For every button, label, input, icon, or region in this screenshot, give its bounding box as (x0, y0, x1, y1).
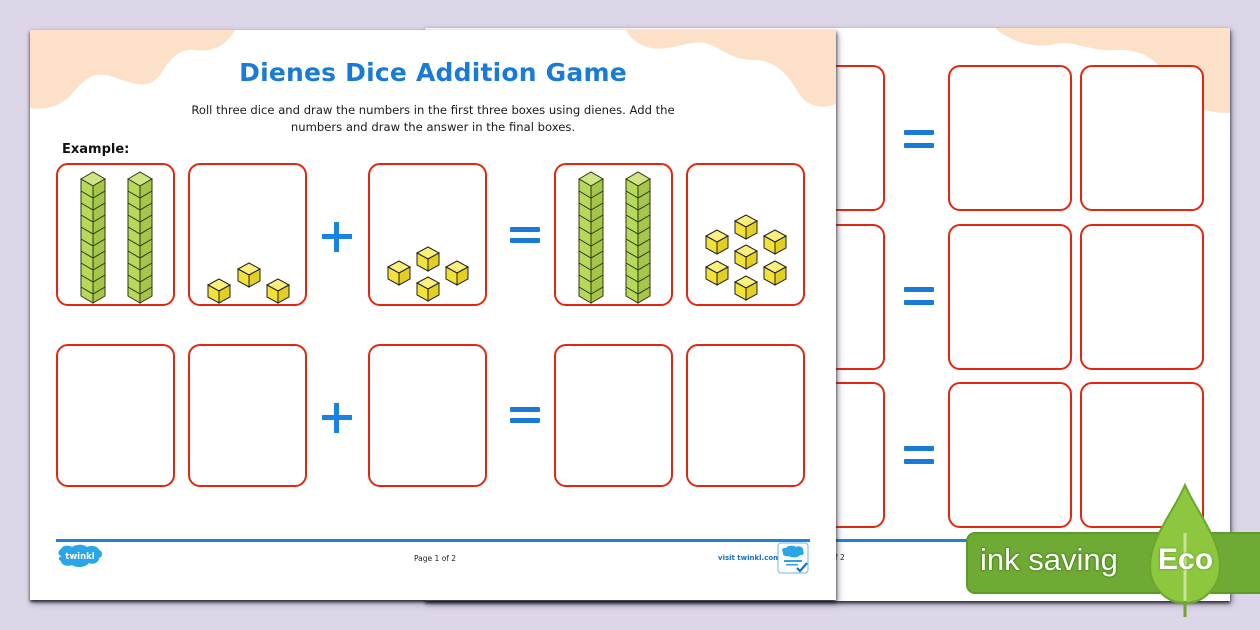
answer-box-row2-tens[interactable] (948, 224, 1072, 370)
ten-rod-icon (80, 171, 106, 304)
ten-rod-icon (625, 171, 651, 304)
corner-decoration-top-right (626, 30, 836, 107)
corner-decoration-top-right (995, 28, 1230, 113)
blank-box-addend2[interactable] (368, 344, 487, 487)
twinkl-logo[interactable]: twinkl (56, 544, 104, 570)
blank-box-sum-ones[interactable] (686, 344, 805, 487)
example-label: Example: (62, 142, 130, 157)
example-box-sum-ones (686, 163, 805, 306)
answer-box-row3-ones[interactable] (1080, 382, 1204, 528)
footer-divider (56, 539, 810, 542)
worksheet-page-1: Dienes Dice Addition Game Roll three dic… (30, 30, 836, 600)
answer-box-row1-tens[interactable] (948, 65, 1072, 211)
example-box-sum-tens (554, 163, 673, 306)
eco-tag-label: Eco (1158, 543, 1214, 576)
svg-text:twinkl: twinkl (65, 552, 95, 562)
corner-decoration-top-left (30, 30, 235, 109)
answer-box-row1-ones[interactable] (1080, 65, 1204, 211)
ink-saving-label: ink saving (980, 542, 1118, 577)
page-number-label: f 2 (835, 553, 845, 562)
unit-cubes-icon (207, 262, 290, 304)
blank-box-addend1-tens[interactable] (56, 344, 175, 487)
ten-rod-icon (127, 171, 153, 304)
quality-standard-badge-icon (777, 542, 809, 574)
instructions-line-2: numbers and draw the answer in the final… (290, 120, 576, 134)
blank-box-addend1-ones[interactable] (188, 344, 307, 487)
worksheet-instructions: Roll three dice and draw the numbers in … (170, 102, 696, 136)
leaf-icon (1148, 483, 1222, 617)
instructions-line-1: Roll three dice and draw the numbers in … (191, 103, 675, 117)
ten-rod-icon (578, 171, 604, 304)
visit-twinkl-link[interactable]: visit twinkl.com (718, 554, 781, 562)
page-number-label: Page 1 of 2 (414, 554, 457, 563)
answer-box-row3-tens[interactable] (948, 382, 1072, 528)
answer-box-row2-ones[interactable] (1080, 224, 1204, 370)
example-box-addend2 (368, 163, 487, 306)
unit-cubes-icon (705, 214, 787, 301)
worksheet-title: Dienes Dice Addition Game (239, 58, 627, 87)
unit-cubes-icon (387, 246, 469, 302)
blank-box-sum-tens[interactable] (554, 344, 673, 487)
example-box-addend1-ones (188, 163, 307, 306)
example-box-addend1-tens (56, 163, 175, 306)
